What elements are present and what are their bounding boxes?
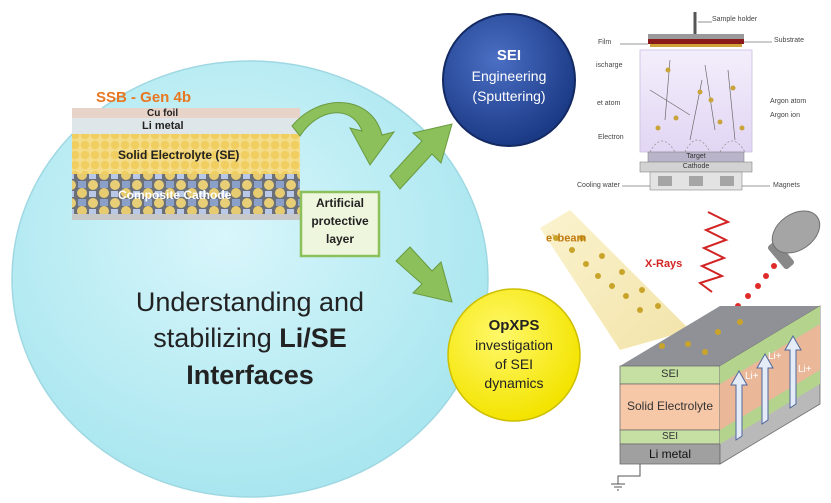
top-dots (659, 319, 743, 355)
electron-beam (540, 210, 690, 350)
front-electrolyte (619, 383, 721, 431)
headline-line1: Understanding and (135, 287, 365, 317)
plasma-arcs (649, 139, 746, 153)
sei-line2: Engineering (471, 68, 547, 84)
label-sei-top: SEI (661, 368, 679, 380)
label-substrate: Substrate (774, 37, 804, 44)
label-sample-holder: Sample holder (712, 16, 758, 23)
opxps-line3: of SEI (494, 356, 534, 372)
headline-line2: stabilizing Li/SE (60, 323, 440, 354)
label-electron: Electron (598, 134, 624, 141)
protective-layer-line3: layer (325, 232, 355, 246)
opxps-circle (447, 288, 581, 422)
chamber (639, 49, 753, 153)
headline-line3: Interfaces (186, 360, 314, 390)
sputter-particles (649, 59, 736, 141)
label-sei-bottom: SEI (661, 431, 679, 442)
label-film: Film (598, 39, 612, 46)
sei-engineering-circle (442, 13, 576, 147)
analyzer-icon (767, 210, 821, 270)
headline-line2-prefix: stabilizing (153, 323, 280, 353)
ground-symbol (611, 464, 641, 491)
cell-block (619, 305, 821, 465)
label-li-ion-3: Li+ (798, 364, 812, 375)
headline-line2-bold: Li/SE (279, 323, 347, 353)
bottom-foil-layer (72, 214, 300, 220)
protective-layer-box (299, 190, 381, 258)
label-li-ion-1: Li+ (768, 351, 782, 362)
label-xrays: X-Rays (645, 258, 683, 270)
argon-atoms (655, 67, 745, 131)
arrow-to-sei (389, 123, 453, 190)
xray-dots (735, 263, 777, 309)
label-cooling-water: Cooling water (577, 182, 620, 189)
label-cell-electrolyte: Solid Electrolyte (626, 399, 714, 413)
ion-arrows (730, 334, 802, 441)
battery-stack (72, 108, 300, 220)
label-li-metal: Li metal (648, 447, 692, 461)
solid-electrolyte-label: Solid Electrolyte (SE) (118, 148, 240, 162)
label-target: Target (686, 153, 706, 160)
label-argon-ion: Argon ion (770, 112, 800, 119)
sputter-schematic (620, 12, 772, 191)
solid-electrolyte-layer (72, 134, 300, 174)
stack-title: SSB - Gen 4b (96, 89, 192, 106)
opxps-line4: dynamics (484, 375, 544, 391)
label-ebeam-sup: - (552, 232, 555, 239)
label-cathode: Cathode (682, 163, 710, 170)
protective-layer-line1: Artificial (315, 196, 364, 210)
label-target-atom: et atom (597, 100, 621, 107)
xray-wave (697, 211, 731, 293)
substrate-plate (648, 39, 744, 44)
sei-line3: (Sputtering) (472, 88, 546, 104)
opxps-line2: investigation (475, 337, 553, 353)
label-magnets: Magnets (773, 182, 800, 189)
opxps-title: OpXPS (488, 317, 540, 334)
cell-top-face (620, 306, 820, 366)
sei-title: SEI (496, 47, 522, 64)
electron-dots (553, 235, 661, 313)
cu-foil-label: Cu foil (147, 108, 179, 119)
composite-cathode-layer (72, 174, 300, 214)
composite-cathode-label: Composite Cathode (118, 188, 232, 202)
label-ebeam-e: e (546, 232, 553, 245)
curved-arrow (291, 102, 396, 166)
sample-holder-plate (648, 34, 744, 39)
cu-foil-layer (72, 108, 300, 118)
label-ebeam-rest: beam (554, 232, 587, 245)
label-li-ion-2: Li+ (745, 371, 759, 382)
li-metal-layer (72, 118, 300, 134)
label-argon-atom: Argon atom (770, 98, 807, 105)
film-strip (650, 44, 742, 47)
label-ebeam: e- beam (546, 232, 586, 245)
li-metal-label: Li metal (142, 120, 184, 132)
arrow-to-opxps (395, 246, 453, 303)
protective-layer-line2: protective (311, 214, 369, 228)
label-discharge: ischarge (596, 62, 623, 69)
